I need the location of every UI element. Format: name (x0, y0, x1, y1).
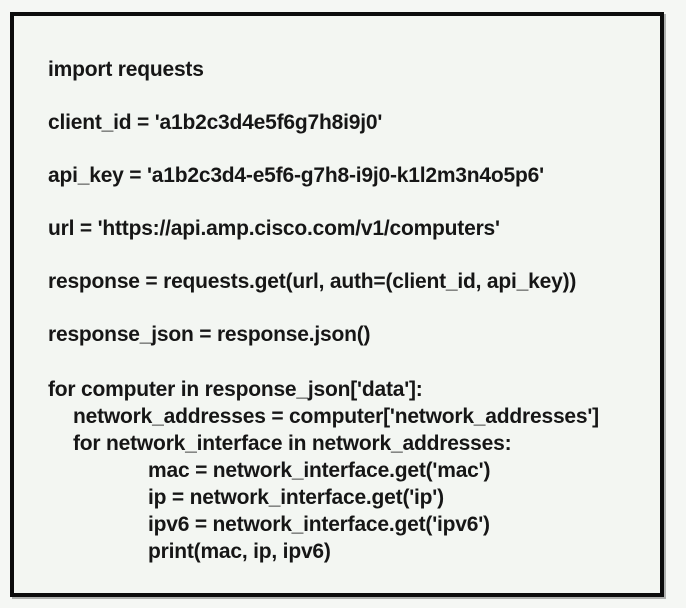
code-line: client_id = 'a1b2c3d4e5f6g7h8i9j0' (48, 111, 383, 134)
code-line: ipv6 = network_interface.get('ipv6') (148, 513, 490, 536)
code-line: network_addresses = computer['network_ad… (73, 405, 599, 428)
code-line: api_key = 'a1b2c3d4-e5f6-g7h8-i9j0-k1l2m… (48, 164, 544, 187)
code-line: response = requests.get(url, auth=(clien… (48, 270, 577, 293)
code-line: for computer in response_json['data']: (48, 378, 423, 401)
code-line: mac = network_interface.get('mac') (148, 459, 491, 482)
code-panel: import requests client_id = 'a1b2c3d4e5f6… (10, 12, 664, 597)
code-line: for network_interface in network_address… (73, 432, 512, 455)
code-line: ip = network_interface.get('ip') (148, 486, 444, 509)
code-line: print(mac, ip, ipv6) (148, 540, 331, 563)
code-line: import requests (48, 58, 204, 81)
code-line: url = 'https://api.amp.cisco.com/v1/comp… (48, 217, 500, 240)
code-line: response_json = response.json() (48, 323, 371, 346)
code-block: import requests client_id = 'a1b2c3d4e5f6… (14, 16, 660, 565)
